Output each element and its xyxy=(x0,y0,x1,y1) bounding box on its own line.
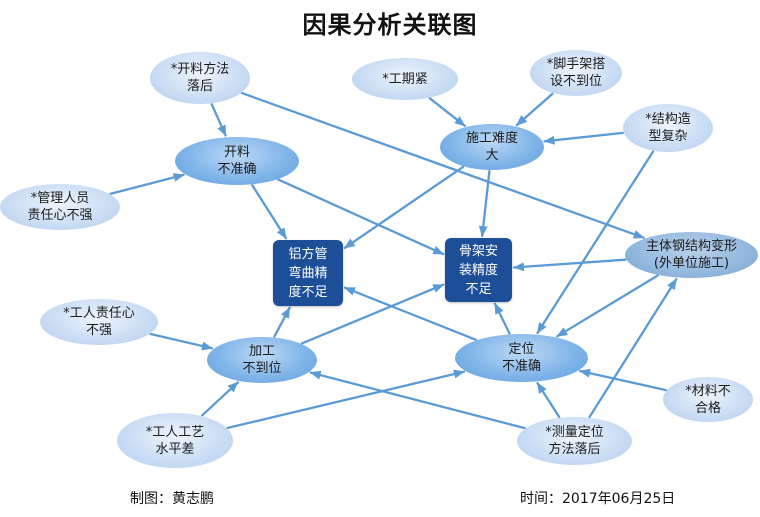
arrow-cause-outdated-survey-method-to-factor-inaccurate-positioning xyxy=(536,381,561,419)
arrow-cause-cutting-method-outdated-to-factor-inaccurate-cutting xyxy=(210,103,227,137)
cause-tight-schedule: *工期紧 xyxy=(352,58,458,100)
node-label: 加工 不到位 xyxy=(242,344,282,376)
cause-complex-structure: *结构造 型复杂 xyxy=(623,104,713,152)
arrow-factor-main-steel-structure-deformation-to-factor-inaccurate-positioning xyxy=(556,274,659,338)
node-label: *工期紧 xyxy=(382,71,428,87)
arrow-factor-high-construction-difficulty-to-problem-aluminum-tube-bending-precision xyxy=(343,165,465,250)
arrow-cause-poor-worker-skill-to-factor-inadequate-processing xyxy=(201,381,240,417)
arrow-factor-inaccurate-cutting-to-problem-aluminum-tube-bending-precision xyxy=(251,184,288,240)
arrow-cause-cutting-method-outdated-to-factor-main-steel-structure-deformation xyxy=(240,91,645,239)
problem-aluminum-tube-bending-precision: 铝方管 弯曲精 度不足 xyxy=(273,240,343,306)
cause-weak-worker-responsibility: *工人责任心 不强 xyxy=(40,299,158,345)
arrow-factor-inaccurate-cutting-to-problem-frame-installation-precision xyxy=(277,178,445,256)
arrow-factor-inadequate-processing-to-problem-aluminum-tube-bending-precision xyxy=(273,306,291,338)
factor-inaccurate-positioning: 定位 不准确 xyxy=(455,334,588,382)
cause-outdated-survey-method: *测量定位 方法落后 xyxy=(517,417,632,465)
author-credit: 制图：黄志鹏 xyxy=(130,491,214,507)
arrow-factor-inaccurate-positioning-to-problem-aluminum-tube-bending-precision xyxy=(343,286,478,341)
arrow-factor-inadequate-processing-to-problem-frame-installation-precision xyxy=(300,283,445,345)
node-label: 骨架安 装精度 不足 xyxy=(458,243,498,297)
cause-substandard-material: *材料不 合格 xyxy=(663,377,753,422)
node-label: 施工难度 大 xyxy=(465,131,518,163)
factor-main-steel-structure-deformation: 主体钢结构变形 (外单位施工) xyxy=(625,232,758,278)
arrow-cause-tight-schedule-to-factor-high-construction-difficulty xyxy=(428,97,466,127)
node-label: 开料 不准确 xyxy=(217,145,257,177)
problem-frame-installation-precision: 骨架安 装精度 不足 xyxy=(445,238,512,302)
cause-weak-management-responsibility: *管理人员 责任心不强 xyxy=(0,184,120,230)
node-label: *开料方法 落后 xyxy=(170,62,230,94)
arrow-cause-complex-structure-to-factor-high-construction-difficulty xyxy=(543,131,625,145)
node-label: *材料不 合格 xyxy=(685,383,731,416)
diagram-title: 因果分析关联图 xyxy=(302,11,478,39)
arrow-cause-outdated-survey-method-to-factor-main-steel-structure-deformation xyxy=(588,278,678,419)
arrow-cause-weak-worker-responsibility-to-factor-inadequate-processing xyxy=(149,332,214,351)
node-label: 定位 不准确 xyxy=(501,342,541,374)
node-label: *测量定位 方法落后 xyxy=(545,425,604,457)
arrow-factor-main-steel-structure-deformation-to-problem-frame-installation-precision xyxy=(512,258,627,272)
node-label: 主体钢结构变形 (外单位施工) xyxy=(645,239,737,271)
arrow-cause-scaffolding-inadequate-to-factor-high-construction-difficulty xyxy=(515,92,554,127)
arrow-factor-high-construction-difficulty-to-problem-frame-installation-precision xyxy=(478,169,491,238)
date-credit: 时间：2017年06月25日 xyxy=(520,491,676,507)
arrow-factor-inaccurate-positioning-to-problem-frame-installation-precision xyxy=(493,302,511,335)
arrow-cause-outdated-survey-method-to-factor-inadequate-processing xyxy=(309,370,526,430)
factor-high-construction-difficulty: 施工难度 大 xyxy=(440,124,544,170)
arrow-cause-weak-management-responsibility-to-factor-inaccurate-cutting xyxy=(109,173,185,195)
node-label: *工人工艺 水平差 xyxy=(145,424,205,457)
arrow-cause-substandard-material-to-factor-inaccurate-positioning xyxy=(578,368,668,392)
cause-poor-worker-skill: *工人工艺 水平差 xyxy=(117,413,233,468)
cause-scaffolding-inadequate: *脚手架搭 设不到位 xyxy=(530,50,622,96)
node-label: *管理人员 责任心不强 xyxy=(27,191,93,223)
cause-cutting-method-outdated: *开料方法 落后 xyxy=(150,52,250,104)
arrow-cause-poor-worker-skill-to-factor-inaccurate-positioning xyxy=(226,369,466,430)
node-label: *结构造 型复杂 xyxy=(645,112,691,144)
factor-inadequate-processing: 加工 不到位 xyxy=(207,337,317,383)
node-label: *脚手架搭 设不到位 xyxy=(546,57,606,89)
node-label: *工人责任心 不强 xyxy=(63,306,135,338)
arrow-cause-complex-structure-to-factor-inaccurate-positioning xyxy=(536,150,655,335)
node-label: 铝方管 弯曲精 度不足 xyxy=(288,246,328,300)
factor-inaccurate-cutting: 开料 不准确 xyxy=(175,137,299,185)
